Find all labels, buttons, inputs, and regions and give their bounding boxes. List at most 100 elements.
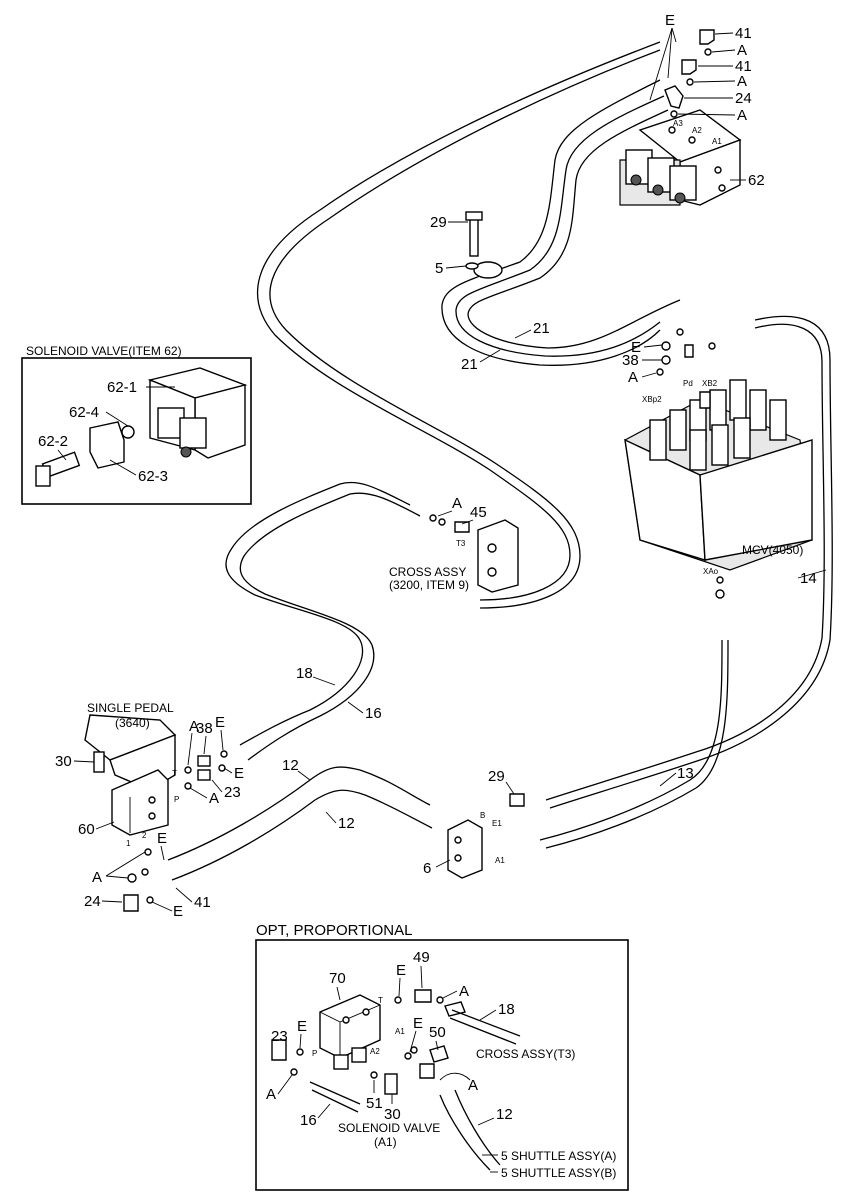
callout-50: 50 [429, 1024, 446, 1041]
opt-hose-18 [451, 1009, 521, 1037]
port-xb2: XB2 [702, 379, 718, 388]
port-a1-cross: A1 [495, 856, 505, 865]
callout-41-b: 41 [735, 58, 752, 75]
callout-E-pedal-3: E [157, 830, 167, 847]
callout-12-b: 12 [338, 815, 355, 832]
callout-12-a: 12 [282, 757, 299, 774]
callout-21-b: 21 [461, 356, 478, 373]
callout-16: 16 [365, 705, 382, 722]
solenoid-valve-62: A3 A2 A1 [619, 29, 742, 206]
callout-60: 60 [78, 821, 95, 838]
callout-A-opt-3: A [468, 1077, 478, 1094]
opt-shuttle-a: 5 SHUTTLE ASSY(A) [501, 1149, 616, 1163]
callout-30: 30 [55, 753, 72, 770]
callout-A-pedal-1: A [189, 718, 199, 735]
solenoid-valve-inset: SOLENOID VALVE(ITEM 62) 62-1 62-4 62-2 6… [21, 344, 252, 505]
callout-23: 23 [224, 784, 241, 801]
hose-18 [225, 481, 411, 746]
cross-assy-label: CROSS ASSY [389, 565, 466, 579]
opt-solenoid-valve-label: SOLENOID VALVE [338, 1121, 440, 1135]
opt-hose-12-a [439, 1094, 491, 1171]
callout-45: 45 [470, 504, 487, 521]
port-2: 2 [142, 831, 147, 840]
opt-hose-18-b [449, 1017, 517, 1045]
label-62-2: 62-2 [38, 433, 68, 450]
callout-49: 49 [413, 949, 430, 966]
port-e1: E1 [492, 819, 502, 828]
opt-port-p: P [312, 1049, 317, 1058]
opt-hose-12-b [454, 1089, 501, 1166]
opt-port-t: T [378, 996, 383, 1005]
callout-5: 5 [435, 260, 443, 277]
callout-23-opt: 23 [271, 1028, 288, 1045]
callout-A-1: A [737, 42, 747, 59]
callout-A-pedal-3: A [92, 869, 102, 886]
port-a1: A1 [712, 137, 722, 146]
callout-30-opt: 30 [384, 1106, 401, 1123]
port-a2: A2 [692, 126, 702, 135]
callout-A-pedal-2: A [209, 790, 219, 807]
callout-A-3: A [737, 107, 747, 124]
callout-24-top: 24 [735, 90, 752, 107]
single-pedal-ref: (3640) [115, 716, 150, 730]
callout-38-top: 38 [622, 352, 639, 369]
single-pedal-3640: T P 1 2 [84, 714, 228, 912]
cross-6: B E1 A1 [447, 793, 525, 879]
cross-assy-ref: (3200, ITEM 9) [389, 578, 469, 592]
opt-port-a2: A2 [370, 1047, 380, 1056]
opt-proportional-inset: OPT, PROPORTIONAL T P A1 A2 SOLENOID VAL [255, 922, 629, 1191]
port-a3: A3 [673, 119, 683, 128]
callout-E-mcv: E [631, 339, 641, 356]
hose-12-b [171, 789, 433, 881]
callout-18-opt: 18 [498, 1001, 515, 1018]
callout-A-mcv: A [628, 369, 638, 386]
callout-51: 51 [366, 1095, 383, 1112]
callout-A-2: A [737, 73, 747, 90]
mcv-4050: Pd XB2 XBp2 XAo [624, 328, 813, 599]
callout-38-pedal: 38 [196, 720, 213, 737]
solenoid-valve-inset-title: SOLENOID VALVE(ITEM 62) [26, 344, 182, 358]
label-62-4: 62-4 [69, 404, 99, 421]
port-pd: Pd [683, 379, 693, 388]
opt-proportional-title: OPT, PROPORTIONAL [256, 922, 412, 939]
hose-16 [239, 492, 421, 761]
callout-E-pedal-1: E [215, 714, 225, 731]
callout-29-top: 29 [430, 214, 447, 231]
hose-top-inner [269, 49, 661, 609]
single-pedal-label: SINGLE PEDAL [87, 701, 174, 715]
callout-21-a: 21 [533, 320, 550, 337]
hose-13 [539, 639, 723, 841]
callout-E-pedal-4: E [173, 903, 183, 920]
port-xbp2: XBp2 [642, 395, 662, 404]
callout-24-bottom: 24 [84, 893, 101, 910]
callout-6: 6 [423, 860, 431, 877]
hose-14-b [545, 323, 825, 801]
callout-13: 13 [677, 765, 694, 782]
hose-21-c [467, 109, 681, 349]
callout-E-opt-3: E [413, 1015, 423, 1032]
callout-14: 14 [800, 570, 817, 587]
component-labels: SINGLE PEDAL (3640) CROSS ASSY (3200, IT… [87, 543, 803, 730]
callout-18: 18 [296, 665, 313, 682]
port-b: B [480, 811, 485, 820]
callouts: E 41 A 41 A 24 A 6 2 29 5 21 21 E 38 A 14 [55, 12, 827, 1129]
hose-21-a [441, 79, 661, 366]
clamp-5 [465, 211, 503, 279]
cross-assy-3200: T3 [429, 514, 519, 593]
opt-shuttle-b: 5 SHUTTLE ASSY(B) [501, 1166, 616, 1180]
mcv-label: MCV(4050) [742, 543, 803, 557]
hose-13-b [545, 639, 729, 849]
opt-solenoid-valve-ref: (A1) [374, 1135, 397, 1149]
port-xao: XAo [703, 567, 719, 576]
hose-21-b [455, 95, 665, 357]
port-1: 1 [126, 839, 131, 848]
callout-E-pedal-2: E [234, 765, 244, 782]
hose-routes [167, 41, 833, 881]
opt-cross-assy-t3: CROSS ASSY(T3) [476, 1047, 575, 1061]
hose-12-a [167, 766, 431, 861]
opt-hose-16-b [311, 1089, 359, 1113]
port-t3: T3 [456, 539, 466, 548]
callout-41-a: 41 [735, 25, 752, 42]
callout-70: 70 [329, 970, 346, 987]
